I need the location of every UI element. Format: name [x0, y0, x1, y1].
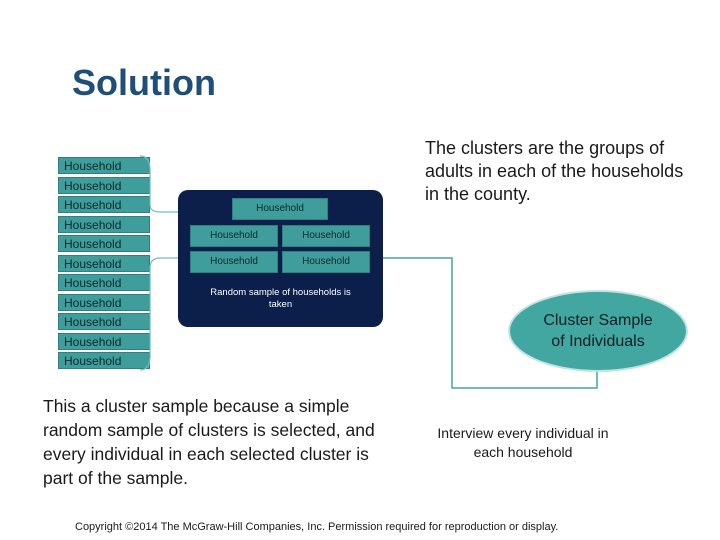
copyright-notice: Copyright ©2014 The McGraw-Hill Companie… — [75, 521, 559, 533]
household-item: Household — [58, 274, 150, 291]
slide-title: Solution — [72, 62, 216, 103]
random-sample-caption: Random sample of households is taken — [210, 287, 351, 310]
panel-grid-household: Household — [282, 251, 370, 273]
household-item: Household — [58, 313, 150, 330]
panel-grid-household: Household — [190, 251, 278, 273]
household-item: Household — [58, 235, 150, 252]
cluster-sample-label: Cluster Sample of Individuals — [543, 312, 653, 350]
cluster-panel: Household Household Household Household … — [178, 190, 383, 327]
explanation-text: This a cluster sample because a simple r… — [43, 396, 375, 488]
panel-grid-household: Household — [190, 225, 278, 247]
interview-caption: Interview every individual in each house… — [437, 425, 609, 460]
cluster-sample-oval: Cluster Sample of Individuals — [508, 290, 688, 372]
household-item: Household — [58, 177, 150, 194]
household-item: Household — [58, 216, 150, 233]
panel-top-household: Household — [232, 198, 328, 220]
connector-top-bracket — [139, 155, 178, 213]
household-item: Household — [58, 255, 150, 272]
connector-panel-to-interview — [383, 257, 598, 389]
panel-grid-household: Household — [282, 225, 370, 247]
household-item: Household — [58, 352, 150, 369]
household-item: Household — [58, 333, 150, 350]
household-item: Household — [58, 196, 150, 213]
connector-bottom-bracket — [139, 257, 178, 371]
clusters-description: The clusters are the groups of adults in… — [425, 138, 684, 204]
